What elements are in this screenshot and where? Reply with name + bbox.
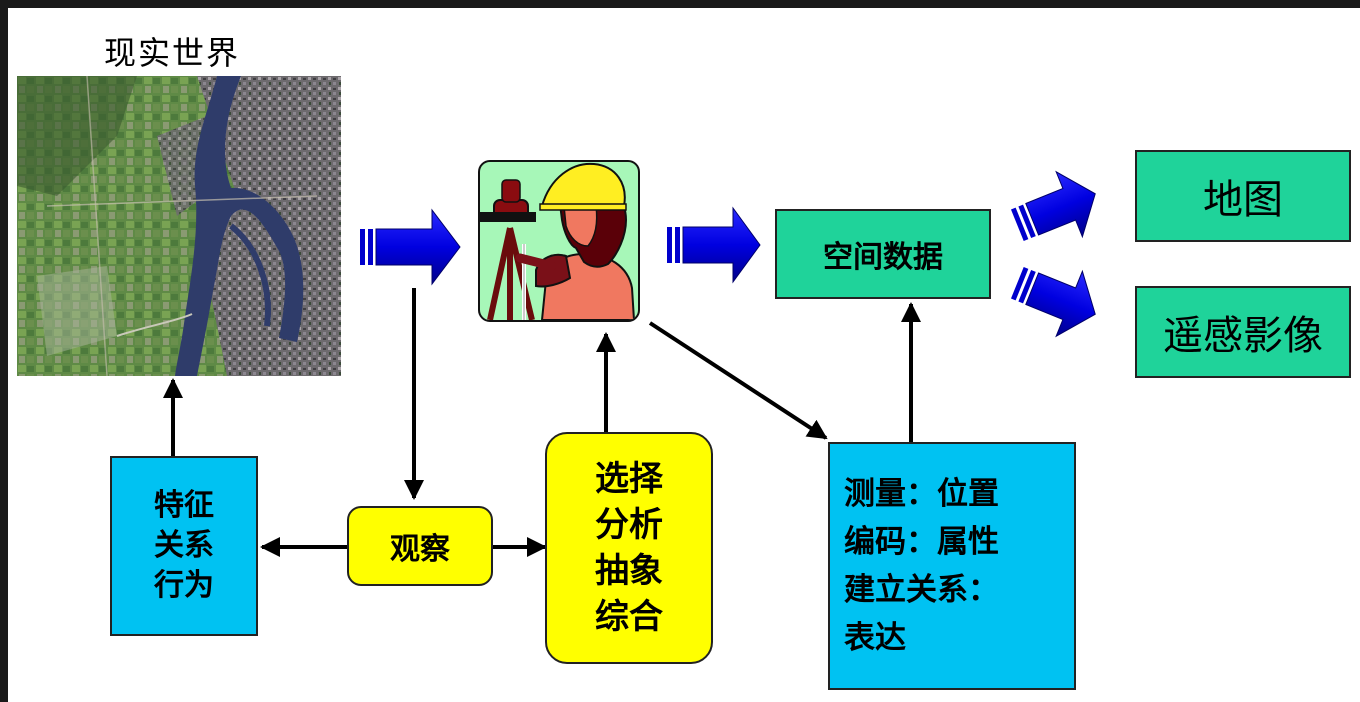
measure-line-2: 编码：属性	[844, 524, 999, 560]
blue-arrow-spatial-to-remote-sensing	[1010, 267, 1096, 338]
remote-sensing-box: 遥感影像	[1135, 286, 1351, 378]
spatial-data-label: 空间数据	[823, 240, 943, 275]
measure-box: 测量：位置 编码：属性 建立关系： 表达	[828, 442, 1076, 690]
blue-arrow-spatial-to-map	[1010, 170, 1096, 241]
observe-box: 观察	[347, 506, 493, 586]
traits-line-3: 行为	[154, 568, 214, 603]
satellite-image-icon	[17, 76, 341, 376]
surveyor-icon	[478, 160, 640, 322]
observe-label: 观察	[390, 532, 450, 567]
remote-sensing-label: 遥感影像	[1163, 313, 1323, 359]
analysis-line-4: 综合	[595, 597, 663, 637]
measure-line-1: 测量：位置	[844, 476, 999, 512]
arrow-surveyor-to-measure	[648, 321, 828, 440]
blue-arrow-world-to-surveyor	[360, 208, 461, 286]
real-world-title: 现实世界	[104, 34, 241, 72]
analysis-line-3: 抽象	[595, 551, 663, 591]
analysis-box: 选择 分析 抽象 综合	[545, 432, 713, 664]
traits-line-1: 特征	[154, 488, 214, 523]
analysis-line-2: 分析	[595, 505, 663, 545]
spatial-data-box: 空间数据	[775, 209, 991, 299]
measure-line-4: 表达	[844, 620, 906, 656]
blue-arrow-surveyor-to-spatial	[667, 206, 761, 284]
traits-box: 特征 关系 行为	[110, 456, 258, 636]
measure-line-3: 建立关系：	[844, 572, 999, 608]
map-box: 地图	[1135, 150, 1351, 242]
traits-line-2: 关系	[154, 528, 214, 563]
analysis-line-1: 选择	[595, 459, 663, 499]
map-label: 地图	[1203, 177, 1283, 223]
